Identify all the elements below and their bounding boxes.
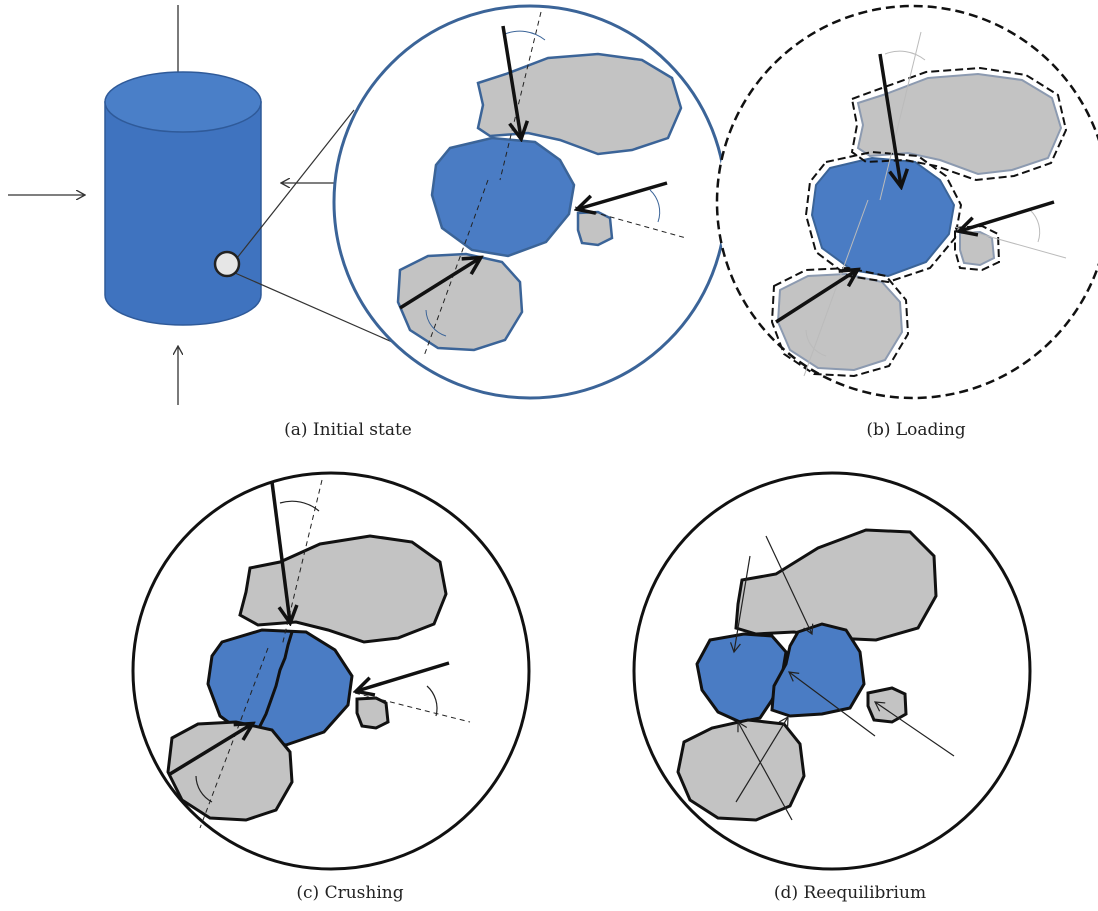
particle-gray-top-b	[856, 72, 1063, 176]
particle-gray-small-b	[959, 230, 996, 267]
force-arrow-right-c	[357, 661, 450, 691]
particle-blue-center-c	[206, 628, 354, 747]
particle-gray-small	[576, 210, 614, 247]
particle-gray-bottom	[396, 252, 524, 352]
deformed-outline-small-b	[954, 224, 1001, 272]
force-arrow-bottom-c	[169, 724, 252, 776]
caption-reequilibrium: (d) Reequilibrium	[773, 883, 927, 903]
angle-arc-bottom-c	[195, 775, 213, 803]
angle-arc-bottom	[425, 309, 447, 337]
particle-gray-top-d	[734, 528, 938, 642]
angle-arc-bottom-b	[805, 329, 827, 357]
particle-gray-small-c	[355, 696, 390, 730]
particle-blue-center	[430, 136, 576, 258]
particle-gray-small-d	[866, 686, 908, 724]
angle-arc-right	[649, 189, 661, 223]
force-line-3	[788, 671, 876, 737]
force-arrow-top-b	[878, 53, 901, 186]
sample-cylinder-body	[104, 101, 262, 326]
force-line-1	[729, 555, 751, 654]
angle-arc-top	[504, 30, 546, 41]
deformed-outline-bottom-b	[770, 266, 910, 378]
force-arrow-right	[578, 181, 668, 209]
panel-b-loading	[715, 4, 1098, 400]
force-arrow-right-b	[960, 200, 1055, 231]
force-line-6	[737, 720, 793, 821]
contact-normal-bottom-b	[803, 199, 869, 377]
contact-normal-bottom	[423, 179, 489, 357]
zoom-line-lower	[234, 272, 416, 353]
deformed-outline-center-b	[804, 150, 963, 284]
panel-a-sample	[8, 5, 416, 405]
angle-arc-right-c	[426, 685, 438, 717]
particle-gray-bottom-d	[676, 718, 806, 822]
panel-d-reequilibrium	[632, 471, 1032, 871]
panel-a-zoom	[332, 4, 728, 400]
sample-cylinder-top	[104, 71, 262, 133]
force-arrow-top-c	[270, 481, 290, 622]
caption-crushing: (c) Crushing	[296, 883, 404, 903]
force-line-4	[873, 701, 955, 757]
particle-blue-center-b	[810, 156, 956, 278]
panel-c-crushing	[131, 471, 531, 871]
contact-normal-top-b	[879, 31, 922, 201]
zoom-detail-marker	[213, 250, 241, 278]
caption-loading: (b) Loading	[866, 420, 966, 440]
crack-line	[251, 631, 294, 739]
particle-blue-right-d	[770, 622, 866, 718]
force-arrow-bottom	[399, 258, 480, 310]
force-line-2	[765, 535, 814, 636]
contact-normal-top	[499, 11, 542, 181]
contact-normal-right-c	[354, 692, 471, 723]
zoom-line-upper	[236, 109, 355, 259]
force-arrow-bottom-b	[775, 270, 857, 324]
angle-arc-top-c	[279, 500, 320, 512]
angle-arc-top-b	[884, 50, 926, 61]
particle-gray-bottom-c	[166, 720, 294, 822]
caption-initial-state: (a) Initial state	[284, 420, 412, 440]
force-arrow-top	[501, 25, 521, 138]
force-line-5	[735, 715, 789, 803]
particle-blue-left-d	[695, 632, 788, 724]
angle-arc-right-b	[1029, 209, 1041, 243]
